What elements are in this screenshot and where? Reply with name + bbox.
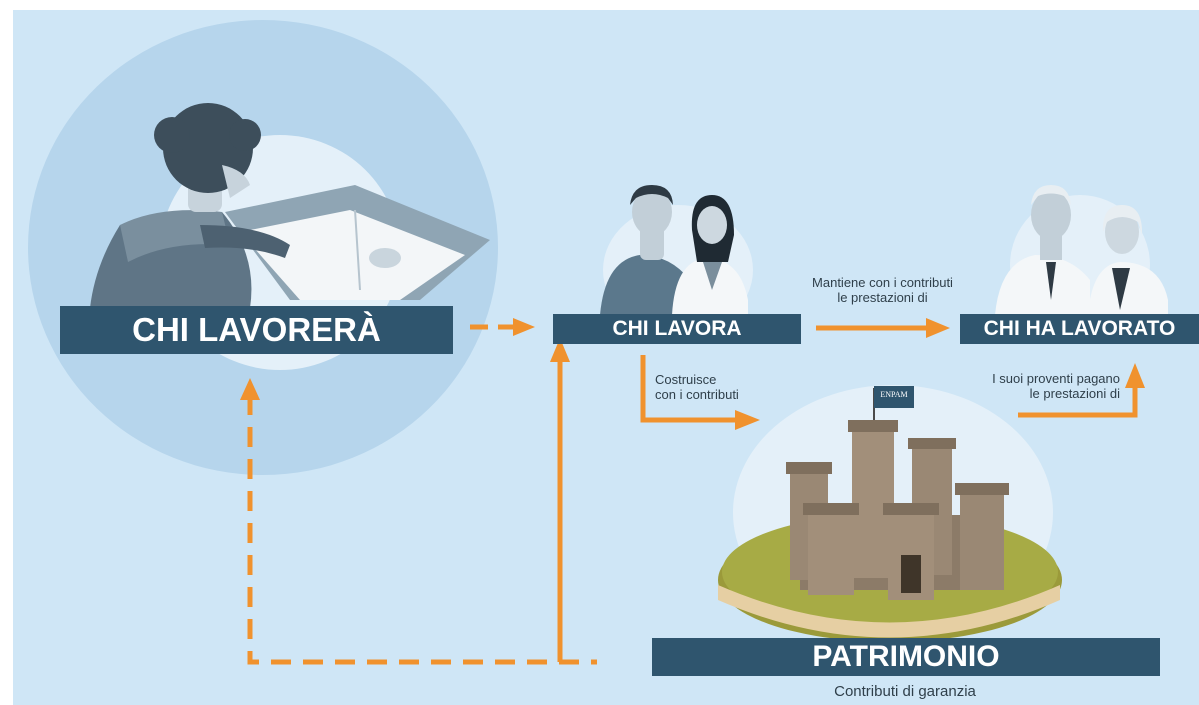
arrow-current-to-patrimony bbox=[640, 355, 738, 423]
enpam-flag-text: ENPAM bbox=[880, 390, 908, 399]
student-illustration bbox=[90, 103, 490, 308]
worker-to-patrimony-caption: Costruisce con i contributi bbox=[655, 372, 785, 402]
worker-to-retired-line2: le prestazioni di bbox=[837, 290, 928, 305]
patrimony-label: PATRIMONIO bbox=[652, 638, 1160, 676]
arrow-patrimony-to-retired bbox=[1018, 385, 1138, 418]
patrimony-sublabel: Contributi di garanzia bbox=[834, 683, 976, 700]
retired-label: CHI HA LAVORATO bbox=[960, 314, 1199, 344]
worker-to-retired-line1: Mantiene con i contributi bbox=[812, 275, 953, 290]
arrow-heads bbox=[240, 318, 1145, 430]
patrimony-to-retired-line2: le prestazioni di bbox=[1029, 386, 1120, 401]
arrow-patrimony-to-future bbox=[247, 395, 597, 665]
patrimony-text: PATRIMONIO bbox=[812, 640, 1000, 673]
doctors-illustration bbox=[600, 185, 748, 315]
worker-to-retired-caption: Mantiene con i contributi le prestazioni… bbox=[790, 275, 975, 305]
worker-to-patrimony-line2: con i contributi bbox=[655, 387, 739, 402]
future-worker-label: CHI LAVORERÀ bbox=[60, 306, 453, 354]
castle-illustration bbox=[718, 386, 1062, 642]
retirees-illustration bbox=[995, 185, 1168, 315]
current-worker-label: CHI LAVORA bbox=[553, 314, 801, 344]
current-worker-text: CHI LAVORA bbox=[612, 317, 742, 340]
patrimony-to-retired-caption: I suoi proventi pagano le prestazioni di bbox=[960, 371, 1120, 401]
retired-text: CHI HA LAVORATO bbox=[983, 317, 1176, 340]
patrimony-to-retired-line1: I suoi proventi pagano bbox=[992, 371, 1120, 386]
future-worker-text: CHI LAVORERÀ bbox=[132, 311, 381, 348]
worker-to-patrimony-line1: Costruisce bbox=[655, 372, 717, 387]
diagram-arrows bbox=[247, 324, 1138, 665]
